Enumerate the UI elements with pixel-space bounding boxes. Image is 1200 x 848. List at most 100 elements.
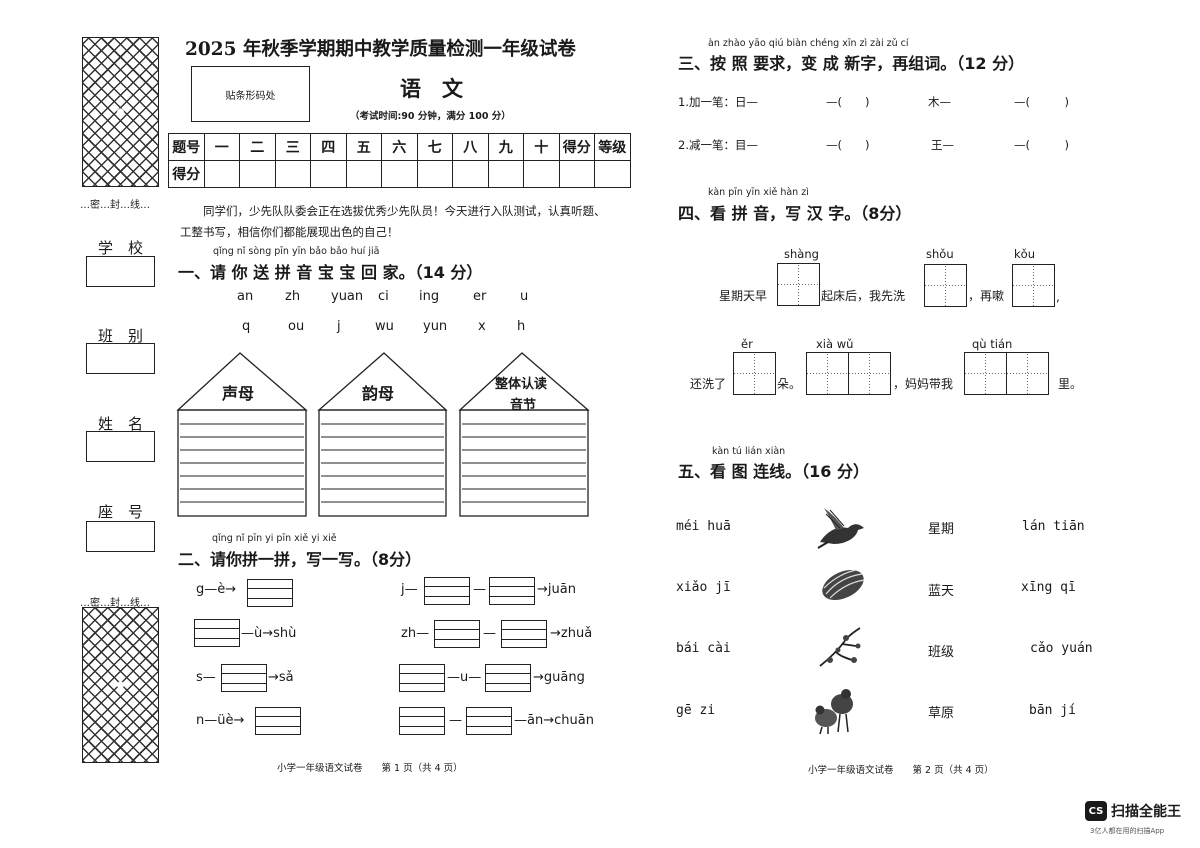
class-field[interactable]	[86, 343, 155, 374]
write-box[interactable]	[485, 664, 531, 692]
write-box[interactable]	[466, 707, 512, 735]
school-label: 学 校	[98, 239, 144, 257]
score-input-cell[interactable]	[381, 160, 418, 188]
intro-line-1: 同学们，少先队队委会正在选拔优秀少先队员！今天进行入队测试，认真听题、	[203, 204, 606, 218]
score-table-header-row: 题号 一 二 三 四 五 六 七 八 九 十 得分 等级	[168, 133, 631, 161]
scanner-tagline: 3亿人都在用的扫描App	[1090, 827, 1165, 835]
write-box[interactable]	[247, 579, 293, 607]
q4-text: 起床后，我先洗	[821, 289, 906, 303]
cabbage-icon[interactable]	[818, 564, 868, 606]
char-grid[interactable]	[964, 352, 1007, 395]
score-input-cell[interactable]	[274, 160, 311, 188]
write-box[interactable]	[194, 619, 240, 647]
score-input-cell[interactable]	[558, 160, 595, 188]
scanner-brand: 扫描全能王	[1111, 804, 1181, 820]
write-box[interactable]	[424, 577, 470, 605]
q4-title: 四、看 拼 音，写 汉 字。（8分）	[678, 204, 912, 223]
syllable: ci	[378, 289, 389, 304]
q1-title: 一、请 你 送 拼 音 宝 宝 回 家。（14 分）	[178, 263, 483, 282]
write-box[interactable]	[434, 620, 480, 648]
q2-text: —ù→shù	[241, 626, 297, 641]
plum-blossom-icon[interactable]	[816, 624, 864, 670]
char-grid[interactable]	[806, 352, 849, 395]
syllable: ing	[419, 289, 440, 304]
score-input-cell[interactable]	[345, 160, 382, 188]
q2-text: —u—	[447, 670, 482, 685]
score-input-cell[interactable]	[452, 160, 489, 188]
q1-pinyin: qǐng nǐ sòng pīn yīn bǎo bǎo huí jiā	[213, 246, 380, 257]
school-field[interactable]	[86, 256, 155, 287]
q2-text: →guāng	[533, 670, 585, 685]
score-cell: 四	[310, 133, 347, 161]
score-cell: 八	[452, 133, 489, 161]
syllable: h	[517, 319, 526, 334]
q4-pinyin-er: ěr	[741, 337, 753, 351]
chicks-icon[interactable]	[812, 686, 858, 736]
q4-text: ，妈妈带我	[893, 377, 954, 391]
q2-text: →zhuǎ	[550, 626, 593, 641]
score-input-cell[interactable]	[594, 160, 631, 188]
syllable: er	[473, 289, 487, 304]
q5-right-item[interactable]: xīng qī	[1021, 580, 1076, 595]
q5-left-item[interactable]: xiǎo jī	[676, 580, 731, 595]
q5-right-item[interactable]: bān jí	[1029, 703, 1076, 718]
write-box[interactable]	[255, 707, 301, 735]
q3-line1-d: —( )	[1014, 95, 1069, 109]
syllable: yun	[423, 319, 448, 334]
score-cell: 九	[487, 133, 524, 161]
bird-icon[interactable]	[814, 504, 868, 552]
footer-page-1: 小学一年级语文试卷 第 1 页（共 4 页）	[277, 763, 463, 774]
syllable: j	[337, 319, 341, 334]
score-input-cell[interactable]	[523, 160, 560, 188]
q5-mid-item[interactable]: 蓝天	[928, 584, 955, 599]
q5-left-item[interactable]: gē zi	[676, 703, 716, 718]
score-input-cell[interactable]	[416, 160, 453, 188]
q5-right-item[interactable]: cǎo yuán	[1030, 641, 1093, 656]
q2-text: zh—	[401, 626, 430, 641]
q2-pinyin: qǐng nǐ pīn yi pīn xiě yi xiě	[212, 533, 337, 544]
score-input-cell[interactable]	[310, 160, 347, 188]
scanner-logo: CS	[1085, 801, 1107, 821]
q2-text: —	[449, 713, 462, 728]
score-input-cell[interactable]	[239, 160, 276, 188]
intro-line-2: 工整书写，相信你们都能展现出色的自己！	[180, 225, 399, 239]
score-cell: 七	[416, 133, 453, 161]
q4-text: ,	[1056, 290, 1060, 304]
write-box[interactable]	[221, 664, 267, 692]
q4-pinyin-shang: shàng	[784, 247, 819, 261]
q2-text: —ān→chuān	[514, 713, 594, 728]
class-label: 班 别	[98, 327, 144, 345]
q5-mid-item[interactable]: 星期	[928, 522, 955, 537]
q5-left-item[interactable]: méi huā	[676, 519, 731, 534]
write-box[interactable]	[399, 707, 445, 735]
q2-text: —	[473, 582, 486, 597]
char-grid[interactable]	[848, 352, 891, 395]
write-box[interactable]	[501, 620, 547, 648]
q5-mid-item[interactable]: 草原	[928, 706, 955, 721]
q3-line2-b: —( )	[826, 138, 870, 152]
score-cell: 六	[381, 133, 418, 161]
score-input-cell[interactable]	[487, 160, 524, 188]
char-grid[interactable]	[1006, 352, 1049, 395]
syllable: zh	[285, 289, 301, 304]
char-grid[interactable]	[777, 263, 820, 306]
q4-text: 里。	[1058, 377, 1083, 391]
write-box[interactable]	[399, 664, 445, 692]
q2-text: →sǎ	[268, 670, 294, 685]
score-input-cell[interactable]	[203, 160, 240, 188]
score-row-label: 得分	[168, 160, 205, 188]
write-box[interactable]	[489, 577, 535, 605]
q5-mid-item[interactable]: 班级	[928, 645, 955, 660]
name-field[interactable]	[86, 431, 155, 462]
char-grid[interactable]	[1012, 264, 1055, 307]
seat-field[interactable]	[86, 521, 155, 552]
char-grid[interactable]	[924, 264, 967, 307]
house-label-whole-1: 整体认读	[495, 377, 548, 392]
char-grid[interactable]	[733, 352, 776, 395]
score-cell: 题号	[168, 133, 205, 161]
q5-right-item[interactable]: lán tiān	[1022, 519, 1085, 534]
q5-left-item[interactable]: bái cài	[676, 641, 731, 656]
barcode-label: 贴条形码处	[225, 90, 276, 102]
q4-pinyin-kou: kǒu	[1014, 247, 1035, 261]
barcode-box: 贴条形码处	[191, 66, 310, 122]
